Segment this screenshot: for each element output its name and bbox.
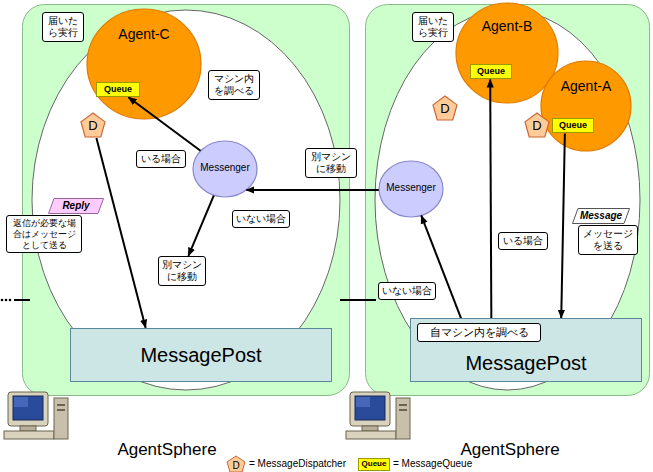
node-text: 届いたら実行 [416,15,450,39]
node-text: Message [572,210,630,222]
node-text: いる場合 [502,235,544,247]
dispatcher-pentagon: D [432,95,458,121]
callout-box: 別マシンに移動 [158,256,206,286]
node-text: MessagePost [411,351,641,375]
legend-sample-text: D [232,457,239,472]
dispatcher-pentagon: D [80,112,106,138]
messagepost-box: MessagePost 自マシン内を調べる [410,318,642,382]
legend-item: D = MessageDispatcher [226,455,346,472]
legend-sample: D [226,455,246,472]
circle-outline [541,61,631,151]
circle-outline [456,3,558,103]
node-text: 別マシンに移動 [162,259,202,283]
node-text: 届いたら実行 [46,15,80,39]
callout-box: マシン内を調べる [208,70,260,100]
node-text: 別マシンに移動 [309,151,353,175]
node-text: D [524,118,550,134]
circle-outline [87,9,201,119]
callout-box: 自マシン内を調べる [417,323,541,342]
node-text: Queue [553,119,593,132]
dispatcher-pentagon: D [524,112,550,138]
pentagon-outline [525,113,549,137]
computer-icon [346,392,410,439]
arrow-connector [490,80,491,323]
messenger-circle: Messenger [192,140,258,198]
reply-tag: Reply [48,198,104,214]
node-text: いない場合 [382,285,432,297]
callout-box: いない場合 [378,282,436,300]
node-text: Messenger [378,182,444,194]
callout-box: 届いたら実行 [42,12,84,42]
legend-sample-text: Queue [362,459,387,469]
circle-outline [193,141,257,197]
agent-circle-outline [86,8,202,120]
callout-box: 返信が必要な場合はメッセージとして送る [6,215,82,253]
computer-icon [4,392,68,439]
agent-circle: Agent-B Queue [455,2,559,104]
node-text: D [432,101,458,117]
callout-box: いる場合 [498,232,548,250]
legend-swatch: Queue [358,458,390,471]
node-text: Queue [471,65,511,78]
agent-circle: Agent-C Queue [86,8,202,120]
callout-box: メッセージを送る [578,225,638,255]
node-text: D [80,118,106,134]
node-text: Agent-B [455,18,559,35]
node-text: メッセージを送る [582,228,634,252]
node-text: Queue [97,83,139,96]
node-text: Messenger [192,162,258,174]
queue-box: Queue [96,82,140,97]
legend-text: = MessageQueue [393,458,472,470]
node-text: Agent-C [86,26,202,43]
machine-region: AgentSphere届いたら実行Agent-BQueueDAgent-AQue… [365,4,650,396]
legend-text: = MessageDispatcher [249,458,346,470]
pentagon-outline [81,113,105,137]
sphere-oval [32,10,340,390]
node-text: AgentSphere [77,440,257,460]
legend: D = MessageDispatcher Queue = MessageQueue [226,455,480,472]
machine-ground [23,5,350,396]
pentagon-outline [433,96,457,120]
queue-box: Queue [470,64,512,79]
machine-region: AgentSphere届いたら実行Agent-CQueueDマシン内を調べるMe… [22,4,350,396]
messenger-circle: Messenger [378,160,444,218]
machine-ground [366,5,650,396]
message-tag: Message [572,208,630,224]
circle-outline [379,161,443,217]
node-text: いない場合 [236,213,286,225]
callout-box: いない場合 [232,210,290,228]
tag-outline [49,199,104,214]
agent-circle-outline [455,2,559,104]
node-text: AgentSphere [420,440,600,460]
messagepost-box: MessagePost [70,328,332,382]
tag-outline [573,209,630,224]
node-text: マシン内を調べる [212,73,256,97]
callout-box: 届いたら実行 [412,12,454,42]
node-text: いる場合 [140,153,182,165]
node-text: 自マシン内を調べる [421,326,537,339]
queue-box: Queue [552,118,594,133]
node-text: 返信が必要な場合はメッセージとして送る [10,218,78,250]
node-text: MessagePost [71,343,331,367]
arrow-connector [246,189,378,191]
node-text: Agent-A [540,78,632,95]
agent-circle-outline [540,60,632,152]
legend-item: Queue = MessageQueue [358,458,472,471]
node-text: Reply [48,200,104,212]
callout-box: いる場合 [136,150,186,168]
agent-circle: Agent-A Queue [540,60,632,152]
callout-box: 別マシンに移動 [305,148,357,178]
